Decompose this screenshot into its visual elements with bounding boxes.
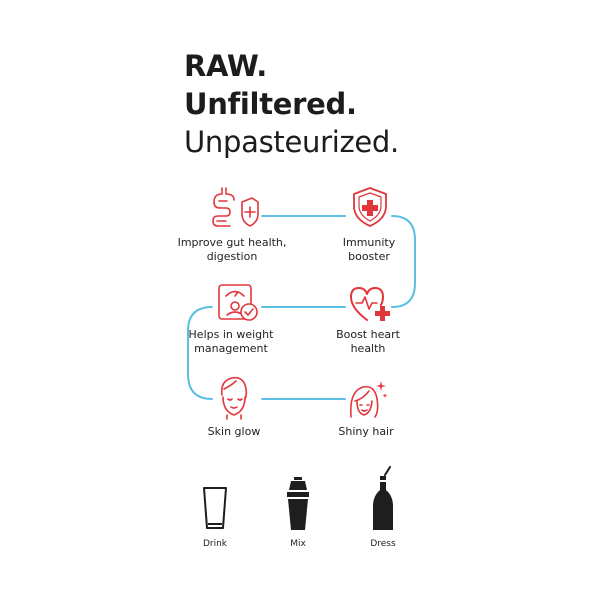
connector-weight-to-skin — [187, 306, 213, 400]
usage-label-drink: Drink — [202, 539, 228, 549]
benefit-label-heart: Boost heart health — [336, 328, 400, 355]
glass-icon — [203, 487, 227, 529]
benefit-label-gut: Improve gut health, digestion — [177, 236, 287, 263]
shiny-hair-icon — [349, 381, 388, 418]
gut-shield-icon — [212, 187, 259, 227]
heart-plus-icon — [350, 287, 390, 321]
benefit-label-immunity: Immunity booster — [342, 236, 396, 263]
usage-label-mix: Mix — [290, 539, 306, 549]
face-glow-icon — [220, 376, 248, 420]
benefit-label-hair: Shiny hair — [338, 425, 394, 438]
benefit-label-skin: Skin glow — [207, 425, 261, 438]
usage-label-dress: Dress — [370, 539, 396, 549]
headline-line-unpasteurized: Unpasteurized. — [184, 125, 399, 159]
headline-line-unfiltered: Unfiltered. — [184, 87, 357, 121]
shaker-icon — [287, 477, 309, 530]
connector-immunity-to-heart — [391, 215, 416, 308]
headline-line-raw: RAW. — [184, 49, 267, 83]
benefit-label-weight: Helps in weight management — [188, 328, 274, 355]
headline: RAW. Unfiltered. Unpasteurized. — [184, 47, 399, 161]
weight-scale-icon — [218, 284, 258, 321]
pour-bottle-icon — [373, 466, 393, 530]
shield-cross-icon — [353, 187, 387, 227]
